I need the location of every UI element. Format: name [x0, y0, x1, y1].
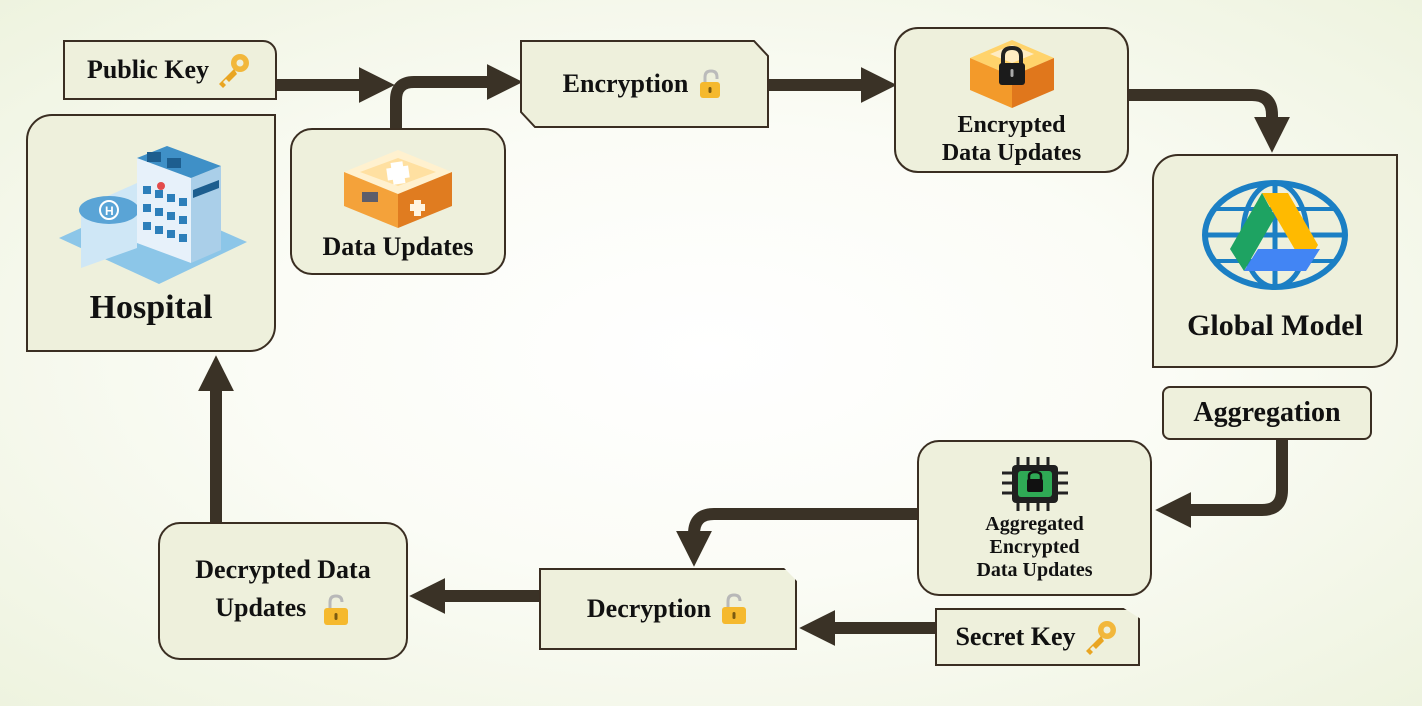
padlock-icon: [722, 593, 747, 624]
encryption-box: Encryption: [520, 40, 769, 128]
key-icon: [219, 54, 250, 88]
encrypted-data-updates-box: Encrypted Data Updates: [894, 27, 1129, 173]
decrypted-data-updates-box: Decrypted Data Updates: [158, 522, 408, 660]
encryption-label: Encryption: [562, 69, 689, 99]
arrow-encrypted-to-global-model: [1129, 89, 1290, 153]
hospital-label: Hospital: [89, 289, 213, 327]
data-updates-box: Data Updates: [290, 128, 506, 275]
aggregation-box: Aggregation: [1162, 386, 1372, 440]
aggregated-encrypted-updates-box: Aggregated Encrypted Data Updates: [917, 440, 1152, 596]
chip-lock-icon: [1001, 456, 1068, 511]
global-model-box: Global Model: [1152, 154, 1398, 368]
secret-key-label: Secret Key: [955, 622, 1076, 652]
hospital-icon: H: [59, 146, 247, 285]
global-model-label: Global Model: [1187, 308, 1363, 342]
aggregation-label: Aggregation: [1193, 396, 1341, 428]
svg-text:H: H: [105, 204, 114, 218]
decrypted-label-2: Updates: [215, 592, 307, 622]
arrow-aggregation-to-agg-updates: [1155, 440, 1288, 528]
locked-cube-icon: [969, 40, 1054, 109]
public-key-box: Public Key: [63, 40, 277, 100]
data-cube-icon: [344, 149, 452, 228]
agg-label-1: Aggregated: [985, 512, 1084, 535]
arrow-agg-updates-to-decryption: [676, 508, 917, 567]
secret-key-box: Secret Key: [935, 608, 1140, 666]
arrow-data-updates-to-encryption: [390, 64, 523, 130]
decryption-box: Decryption: [539, 568, 797, 650]
padlock-icon: [323, 594, 348, 625]
public-key-label: Public Key: [86, 55, 210, 85]
encrypted-updates-label-2: Data Updates: [941, 140, 1082, 166]
drive-globe-icon: [1202, 179, 1348, 290]
encrypted-updates-label-1: Encrypted: [957, 112, 1066, 139]
decryption-label: Decryption: [586, 594, 712, 624]
hospital-box: H Hospital: [26, 114, 276, 352]
agg-label-3: Data Updates: [976, 558, 1093, 581]
key-icon: [1085, 621, 1116, 655]
padlock-icon: [700, 69, 721, 98]
decrypted-label-1: Decrypted Data: [195, 555, 371, 585]
data-updates-label: Data Updates: [322, 231, 474, 261]
agg-label-2: Encrypted: [989, 535, 1080, 558]
